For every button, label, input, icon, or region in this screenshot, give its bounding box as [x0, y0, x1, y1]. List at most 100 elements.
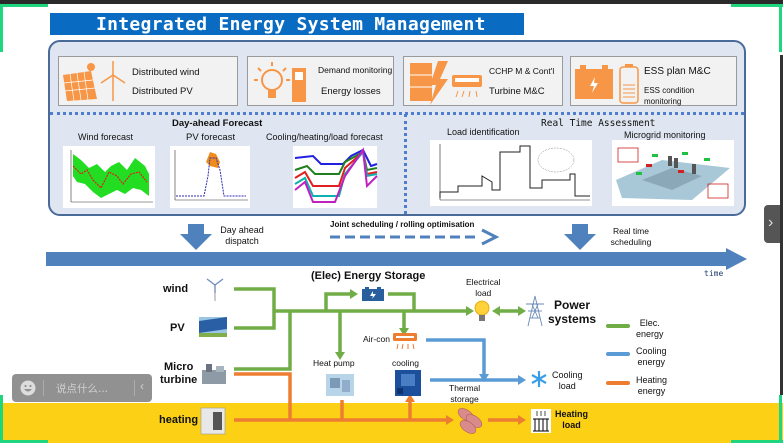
label-line: dispatch: [225, 236, 259, 246]
solar-panel-icon: [199, 317, 227, 337]
legend-label: Cooling energy: [636, 346, 667, 368]
corner-marker: [0, 395, 3, 443]
load-forecast-thumbnail: [293, 146, 378, 208]
label-line: turbine: [160, 374, 198, 386]
card-line: Energy losses: [321, 86, 381, 97]
label-line: storage: [450, 394, 479, 404]
legend-label: Elec. energy: [636, 318, 664, 340]
wind-turbine-icon: [206, 278, 224, 301]
title-bar: [50, 13, 524, 35]
electrical-load-label: Electrical load: [466, 277, 500, 299]
chat-input[interactable]: 说点什么...: [56, 383, 109, 395]
day-ahead-arrow: [180, 224, 212, 250]
corner-marker: [0, 4, 48, 7]
source-heating-label: heating: [159, 414, 199, 426]
label-line: energy: [637, 386, 666, 396]
legend-swatch-elec: [606, 324, 630, 328]
cooling-label: cooling: [392, 358, 419, 368]
divider: [43, 380, 44, 396]
label-line: load: [475, 288, 492, 298]
side-panel-toggle[interactable]: ›: [764, 205, 783, 243]
day-ahead-title: Day-ahead Forecast: [172, 118, 263, 129]
label-line: Thermal: [449, 383, 481, 393]
cooling-load-label: Cooling load: [552, 370, 583, 392]
corner-marker: [779, 4, 782, 52]
joint-arrowhead: [481, 228, 500, 246]
heat-pump-icon: [326, 374, 354, 396]
label-line: energy: [637, 357, 666, 367]
divider: [50, 112, 744, 115]
source-wind-label: wind: [163, 283, 189, 295]
heating-lines: [234, 372, 520, 422]
forecast-label: Cooling/heating/load forecast: [266, 132, 383, 142]
day-ahead-dispatch-label: Day ahead dispatch: [211, 225, 273, 247]
turbine-aircon-icon: [410, 61, 482, 105]
forecast-label: PV forecast: [186, 132, 236, 143]
corner-marker: [731, 4, 783, 7]
load-identification-thumbnail: [430, 140, 592, 206]
corner-marker: [0, 440, 48, 443]
card-line: Distributed wind: [132, 67, 200, 78]
chevron-right-icon[interactable]: ›: [768, 214, 774, 231]
legend-swatch-heating: [606, 381, 630, 385]
card-line: Demand monitoring: [318, 65, 393, 75]
bulb-charger-icon: [254, 62, 306, 102]
card-demand: Demand monitoring Energy losses: [247, 56, 394, 106]
chiller-icon: [395, 370, 421, 396]
card-line: Turbine M&C: [489, 86, 545, 97]
label-line: Power: [554, 298, 591, 312]
card-ess: ESS plan M&C ESS condition monitoring: [570, 56, 737, 106]
heat-pump-label: Heat pump: [313, 358, 355, 368]
corner-marker: [731, 440, 783, 443]
solar-wind-icon: [63, 61, 126, 102]
heating-load-label: Heating load: [555, 409, 588, 431]
joint-scheduling-label: Joint scheduling / rolling optimisation: [330, 220, 475, 229]
card-line: CCHP M & Cont'l: [489, 66, 555, 76]
source-micro-turbine-label: Micro turbine: [160, 361, 197, 387]
card-line: ESS plan M&C: [644, 66, 711, 77]
label-line: Cooling: [552, 370, 583, 380]
label-line: Elec.: [639, 318, 660, 328]
heating-band: [0, 403, 783, 443]
battery-storage-icon: [362, 287, 384, 301]
collapse-chevron-icon[interactable]: ‹: [140, 379, 144, 393]
label-line: Electrical: [466, 277, 501, 287]
source-pv-label: PV: [170, 322, 185, 334]
pv-forecast-thumbnail: [170, 146, 250, 208]
air-con-icon: [393, 333, 417, 350]
real-time-arrow: [564, 224, 596, 250]
label-line: Micro: [163, 361, 194, 373]
assessment-label: Microgrid monitoring: [624, 130, 706, 140]
air-con-label: Air-con: [363, 334, 390, 344]
right-edge: [780, 55, 783, 395]
power-systems-label: Power systems: [548, 298, 596, 326]
legend-label: Heating energy: [636, 375, 667, 397]
assessment-label: Load identification: [447, 127, 520, 137]
snowflake-icon: [531, 371, 547, 387]
page-title: Integrated Energy System Management: [96, 14, 486, 35]
divider: [404, 114, 407, 214]
top-bar: [0, 0, 783, 4]
card-line: ESS condition monitoring: [644, 86, 695, 106]
divider: [134, 380, 135, 396]
legend-swatch-cooling: [606, 352, 630, 356]
corner-marker: [779, 395, 782, 443]
label-line: load: [562, 420, 581, 430]
label-line: Cooling: [636, 346, 667, 356]
chat-widget[interactable]: 说点什么... ‹: [12, 374, 152, 402]
thermal-storage-label: Thermal storage: [449, 383, 480, 405]
emoji-icon[interactable]: [20, 380, 36, 396]
real-time-scheduling-label: Real time scheduling: [600, 226, 662, 248]
time-label: time: [704, 269, 724, 278]
label-line: energy: [636, 329, 664, 339]
thermal-storage-icon: [457, 408, 483, 434]
micro-turbine-icon: [202, 364, 226, 384]
radiator-icon: [531, 409, 551, 433]
timeline: [46, 224, 747, 270]
time-arrow: [46, 248, 747, 270]
label-line: Heating: [636, 375, 668, 385]
elec-lines: [234, 287, 522, 371]
corner-marker: [0, 4, 3, 52]
card-cchp: CCHP M & Cont'l Turbine M&C: [403, 56, 563, 106]
label-line: systems: [548, 312, 597, 326]
